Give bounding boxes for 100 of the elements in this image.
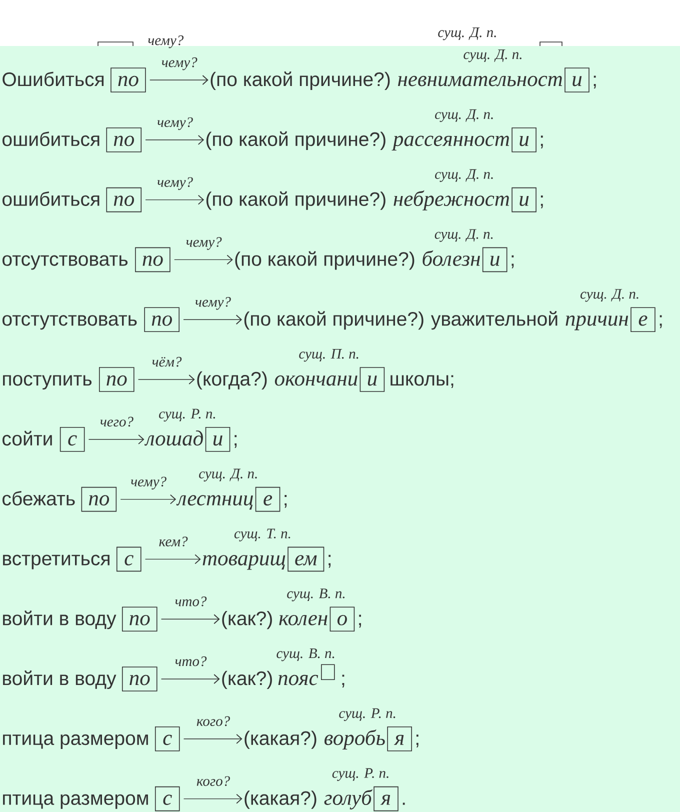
question-label: чему? bbox=[156, 116, 194, 131]
ending-box: и bbox=[512, 128, 536, 152]
question-label: чему? bbox=[185, 236, 222, 250]
question-label: чему? bbox=[156, 176, 194, 190]
preposition-box: с bbox=[154, 786, 180, 812]
question-text: (по какой причине?) bbox=[206, 131, 386, 150]
verb-phrase: птица размером bbox=[3, 794, 148, 809]
noun-stem: колен bbox=[279, 614, 328, 626]
noun-stem: воробь bbox=[324, 730, 385, 750]
preposition-box: по bbox=[106, 187, 142, 212]
punctuation-mark: ; bbox=[540, 196, 543, 208]
noun-stem: лестниц bbox=[176, 495, 253, 510]
case-note: сущ. Д. п. bbox=[438, 28, 496, 40]
verb-phrase: Ошибиться bbox=[2, 72, 104, 86]
noun-stem: лошад bbox=[144, 430, 203, 446]
preposition-box: по bbox=[110, 68, 146, 92]
case-note: сущ. Р. п. bbox=[332, 768, 388, 781]
case-note: сущ. Т. п. bbox=[234, 528, 290, 542]
case-note: сущ. Д. п. bbox=[464, 50, 522, 62]
arrow bbox=[183, 734, 242, 744]
noun-stem: окончани bbox=[274, 375, 358, 386]
case-note: сущ. П. п. bbox=[299, 349, 358, 362]
verb-phrase: отстутствовать bbox=[2, 315, 137, 330]
preposition-box: с bbox=[154, 726, 180, 752]
noun-stem: голуб bbox=[324, 789, 372, 810]
punctuation-mark: . bbox=[402, 802, 405, 805]
punctuation-mark: ; bbox=[342, 674, 344, 688]
ending-box: я bbox=[387, 726, 412, 752]
noun-stem: причин bbox=[566, 315, 628, 330]
question-label: кого? bbox=[196, 776, 231, 786]
arrow bbox=[183, 314, 242, 325]
question-text: (как?) bbox=[222, 610, 272, 630]
noun-stem: болезн bbox=[422, 250, 480, 266]
question-label: чему? bbox=[130, 476, 168, 490]
ending-box: и bbox=[564, 68, 590, 92]
arrow bbox=[120, 494, 176, 504]
arrow bbox=[145, 194, 204, 205]
case-note: сущ. Р. п. bbox=[339, 708, 396, 722]
preposition-box: по bbox=[122, 606, 158, 632]
punctuation-mark: ; bbox=[234, 435, 237, 448]
arrow bbox=[88, 434, 144, 444]
case-note: сущ. Д. п. bbox=[199, 468, 257, 482]
punctuation-mark: ; bbox=[328, 554, 331, 568]
case-note: сущ. В. п. bbox=[287, 588, 344, 602]
noun-stem: товарищ bbox=[202, 555, 286, 570]
verb-phrase: войти в воду bbox=[3, 610, 116, 630]
question-label: чему? bbox=[160, 56, 198, 71]
preposition-box: с bbox=[60, 427, 85, 452]
arrow bbox=[144, 554, 201, 564]
question-text: (как?) bbox=[222, 670, 272, 690]
question-text: (когда?) bbox=[197, 371, 267, 390]
ending-box: е bbox=[630, 307, 656, 332]
arrow bbox=[150, 75, 208, 85]
ending-box: о bbox=[330, 606, 355, 632]
question-text: (по какой причине?) bbox=[244, 311, 424, 330]
ending-box: и bbox=[205, 427, 230, 452]
ending-box: ем bbox=[288, 546, 324, 572]
question-text: (какая?) bbox=[244, 790, 316, 809]
word-text: уважительной bbox=[430, 311, 558, 330]
case-note: сущ. Д. п. bbox=[435, 169, 493, 182]
case-note: сущ. Д. п. bbox=[580, 289, 638, 302]
ending-box: и bbox=[512, 187, 536, 212]
question-text: (по какой причине?) bbox=[210, 72, 390, 90]
arrow bbox=[145, 134, 204, 145]
preposition-box: по bbox=[135, 247, 170, 272]
arrow bbox=[138, 374, 195, 384]
punctuation-mark: ; bbox=[359, 614, 361, 628]
punctuation-mark: ; bbox=[284, 495, 287, 508]
preposition-box: по bbox=[122, 666, 158, 692]
punctuation-mark: ; bbox=[540, 136, 543, 148]
ending-box: и bbox=[482, 247, 508, 272]
arrow bbox=[183, 794, 242, 804]
preposition-box: по bbox=[106, 128, 142, 152]
verb-phrase: поступить bbox=[3, 375, 92, 390]
question-text: (какая?) bbox=[244, 730, 316, 749]
question-label: что? bbox=[174, 596, 208, 607]
verb-phrase: сойти bbox=[2, 430, 52, 446]
ending-box: я bbox=[374, 786, 398, 812]
question-label: чему? bbox=[194, 296, 232, 310]
preposition-box: по bbox=[81, 486, 117, 512]
empty-box bbox=[321, 664, 335, 680]
punctuation-mark: ; bbox=[416, 734, 418, 748]
preposition-box: с bbox=[116, 546, 142, 572]
punctuation-mark: ; bbox=[512, 255, 514, 268]
verb-phrase: войти в воду bbox=[3, 670, 116, 690]
preposition-box: по bbox=[144, 307, 180, 332]
ending-box: е bbox=[255, 486, 280, 512]
arrow bbox=[160, 614, 220, 624]
preposition-box: по bbox=[99, 367, 134, 392]
case-note: сущ. Р. п. bbox=[159, 408, 215, 422]
verb-phrase: птица размером bbox=[3, 734, 148, 749]
ending-box: и bbox=[360, 367, 385, 392]
noun-stem: пояс bbox=[278, 674, 318, 686]
verb-phrase: встретиться bbox=[3, 554, 110, 570]
question-label: кем? bbox=[158, 536, 188, 547]
verb-phrase: сбежать bbox=[2, 491, 75, 506]
noun-stem: рассеянност bbox=[392, 136, 510, 150]
arrow bbox=[174, 254, 233, 265]
case-note: сущ. В. п. bbox=[276, 648, 334, 662]
question-text: (по какой причине?) bbox=[235, 251, 414, 270]
